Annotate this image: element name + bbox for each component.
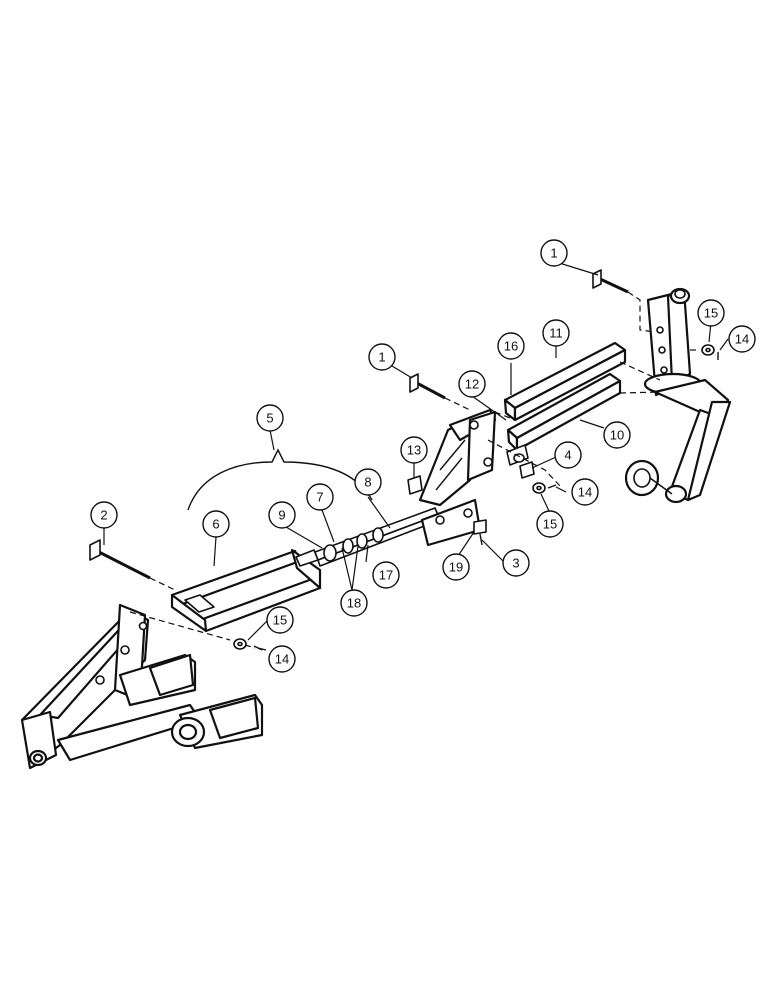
svg-text:12: 12 [465, 377, 479, 392]
svg-text:19: 19 [449, 560, 463, 575]
center-bracket [418, 408, 497, 547]
bar-11 [503, 341, 627, 422]
svg-text:14: 14 [275, 652, 289, 667]
callout-19: 19 [442, 553, 470, 581]
callout-17: 17 [372, 561, 400, 589]
svg-text:10: 10 [610, 428, 624, 443]
svg-text:14: 14 [578, 485, 592, 500]
washer-15-mid [532, 482, 546, 494]
svg-text:8: 8 [364, 475, 371, 490]
svg-text:3: 3 [512, 556, 519, 571]
turnbuckle-link [314, 507, 441, 567]
callout-7: 7 [306, 483, 334, 511]
callout-3: 3 [502, 549, 530, 577]
callout-10: 10 [603, 421, 631, 449]
pin-1-right [592, 269, 629, 294]
svg-text:13: 13 [407, 443, 421, 458]
svg-text:15: 15 [543, 517, 557, 532]
callout-18: 18 [340, 589, 368, 617]
callout-9: 9 [268, 501, 296, 529]
callout-11: 11 [542, 319, 570, 347]
gauge-wheel-assembly [624, 287, 732, 504]
callout-12: 12 [458, 370, 486, 398]
nut-4 [519, 461, 535, 479]
callout-16: 16 [497, 332, 525, 360]
callout-6: 6 [202, 510, 230, 538]
a-frame-hitch [20, 603, 264, 770]
pin-2 [89, 539, 151, 580]
svg-text:18: 18 [347, 596, 361, 611]
callout-13: 13 [400, 436, 428, 464]
link-frame-6 [170, 548, 322, 633]
callout-15-right: 15 [697, 299, 725, 327]
cotter-14-mid [547, 484, 557, 489]
svg-text:15: 15 [704, 306, 718, 321]
svg-text:6: 6 [212, 517, 219, 532]
pin-1-center [409, 373, 446, 400]
callout-15-mid: 15 [536, 510, 564, 538]
callout-2: 2 [90, 501, 118, 529]
svg-text:15: 15 [273, 613, 287, 628]
bar-10 [506, 372, 622, 466]
svg-text:4: 4 [564, 448, 571, 463]
group-brace-5 [187, 448, 373, 511]
callout-14-right: 14 [728, 325, 756, 353]
svg-text:5: 5 [266, 411, 273, 426]
svg-text:1: 1 [550, 246, 557, 261]
callout-1-center: 1 [368, 343, 396, 371]
washer-15-lower [233, 638, 247, 650]
leader-lines [103, 261, 729, 651]
svg-text:9: 9 [278, 508, 285, 523]
callout-8: 8 [354, 468, 382, 496]
callout-4: 4 [554, 441, 582, 469]
callout-1-right: 1 [540, 239, 568, 267]
svg-text:17: 17 [379, 568, 393, 583]
svg-text:7: 7 [316, 490, 323, 505]
callout-15-lower: 15 [266, 606, 294, 634]
svg-text:16: 16 [504, 339, 518, 354]
nut-13 [407, 475, 423, 495]
assembly-lines [129, 291, 700, 649]
svg-text:1: 1 [378, 350, 385, 365]
svg-text:14: 14 [735, 332, 749, 347]
callout-5: 5 [256, 404, 284, 432]
svg-text:11: 11 [549, 326, 563, 341]
callout-14-lower: 14 [268, 645, 296, 673]
svg-text:2: 2 [100, 508, 107, 523]
washer-15-right [701, 344, 715, 356]
callout-14-mid: 14 [571, 478, 599, 506]
